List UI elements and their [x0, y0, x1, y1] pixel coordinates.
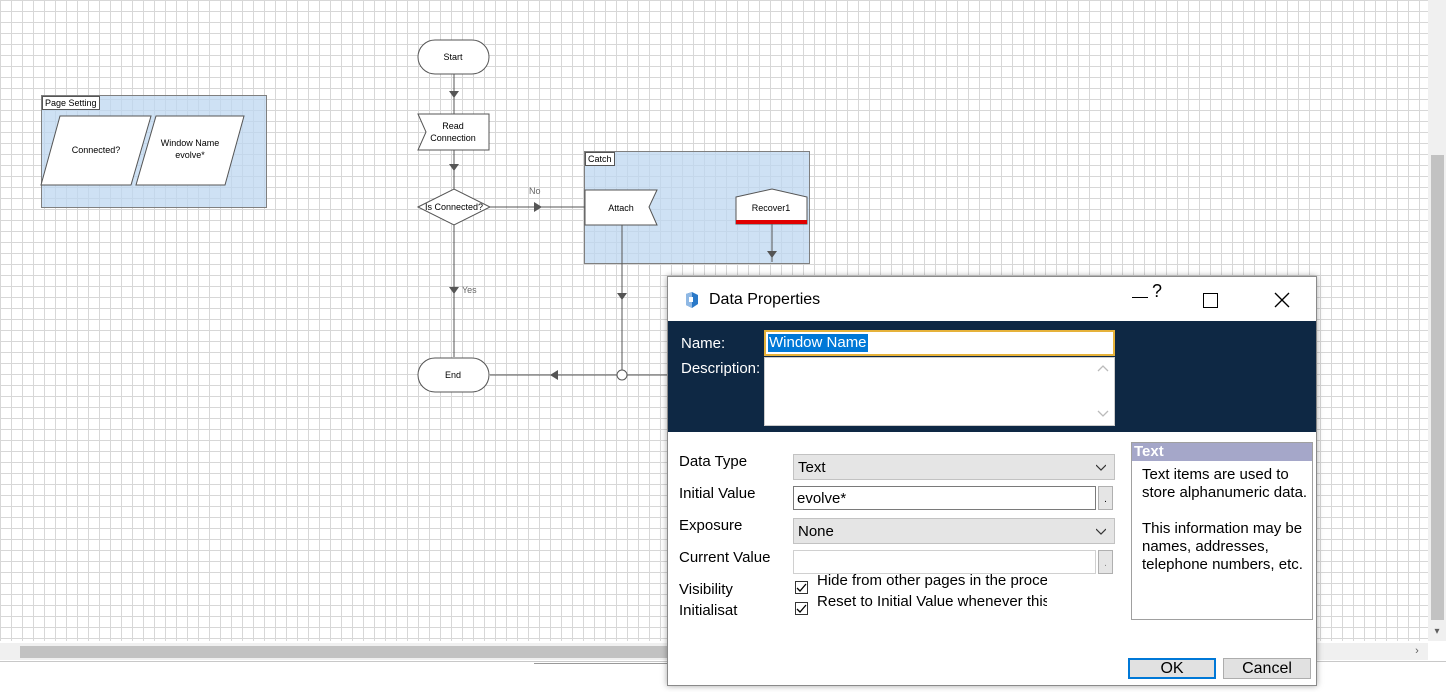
current-value-label: Current Value	[679, 549, 770, 566]
exposure-select[interactable]: None	[793, 518, 1115, 544]
ok-button[interactable]: OK	[1128, 658, 1216, 679]
recover-label: Recover1	[752, 203, 791, 213]
yes-label: Yes	[462, 285, 477, 295]
minimize-icon[interactable]	[1132, 281, 1148, 298]
dialog-title: Data Properties	[709, 291, 820, 309]
initial-value-ellipsis-button[interactable]: .	[1098, 486, 1113, 510]
current-value-ellipsis-button: .	[1098, 550, 1113, 574]
attach-stage[interactable]: Attach	[585, 190, 657, 225]
status-divider	[534, 663, 674, 664]
name-input-selected-text: Window Name	[768, 334, 868, 352]
help-paragraph-2: This information may be names, addresses…	[1142, 520, 1310, 574]
scroll-right-icon[interactable]: ›	[1408, 643, 1426, 660]
start-stage[interactable]: Start	[418, 40, 489, 74]
horizontal-scroll-thumb[interactable]	[20, 646, 680, 658]
help-panel-title: Text	[1132, 443, 1312, 461]
name-input[interactable]: Window Name	[764, 330, 1115, 356]
visibility-label: Visibility	[679, 581, 733, 598]
vertical-scroll-thumb[interactable]	[1431, 155, 1444, 620]
help-paragraph-1: Text items are used to store alphanumeri…	[1142, 466, 1310, 502]
help-icon[interactable]: ?	[1152, 281, 1162, 302]
exposure-label: Exposure	[679, 517, 742, 534]
close-icon[interactable]	[1270, 289, 1292, 311]
initialise-label: Initialisat	[679, 602, 737, 619]
read-stage[interactable]: Read Connection	[418, 114, 489, 150]
window-name-data-stage[interactable]: Window Name evolve*	[136, 116, 244, 185]
data-type-label: Data Type	[679, 453, 747, 470]
chevron-down-icon	[1096, 462, 1106, 472]
attach-label: Attach	[608, 203, 634, 213]
visibility-checkbox[interactable]	[795, 581, 808, 594]
recover-stage[interactable]: Recover1	[736, 189, 807, 224]
end-stage[interactable]: End	[418, 358, 489, 392]
current-value-input	[793, 550, 1096, 574]
scroll-down-icon[interactable]	[1097, 410, 1109, 418]
description-label: Description:	[681, 360, 760, 377]
decision-stage[interactable]: Is Connected?	[418, 189, 490, 225]
vertical-scrollbar[interactable]: ▾	[1428, 0, 1446, 641]
maximize-icon[interactable]	[1203, 293, 1218, 308]
connected-label: Connected?	[72, 145, 121, 155]
dialog-titlebar[interactable]: Data Properties ?	[668, 277, 1316, 321]
name-description-panel: Name: Window Name Description:	[668, 321, 1316, 432]
initialise-checkbox[interactable]	[795, 602, 808, 615]
initial-value-text: evolve*	[797, 490, 846, 507]
data-properties-dialog[interactable]: Data Properties ? Name: Window Name Desc…	[667, 276, 1317, 686]
end-label: End	[445, 370, 461, 380]
start-label: Start	[443, 52, 463, 62]
name-label: Name:	[681, 335, 725, 352]
help-panel: Text Text items are used to store alphan…	[1131, 442, 1313, 620]
scroll-up-icon[interactable]	[1097, 364, 1109, 372]
help-panel-body: Text items are used to store alphanumeri…	[1142, 466, 1310, 574]
cancel-button[interactable]: Cancel	[1223, 658, 1311, 679]
initial-value-input[interactable]: evolve*	[793, 486, 1096, 510]
checkmark-icon	[796, 603, 807, 614]
exposure-value: None	[798, 523, 834, 540]
app-icon	[682, 291, 700, 309]
data-type-select[interactable]: Text	[793, 454, 1115, 480]
read-label-line1: Read	[442, 121, 464, 131]
chevron-down-icon	[1096, 526, 1106, 536]
window-name-label: Window Name	[161, 138, 220, 148]
read-label-line2: Connection	[430, 133, 476, 143]
initialise-option-text: Reset to Initial Value whenever this pag…	[817, 594, 1047, 618]
description-input[interactable]	[764, 357, 1115, 426]
visibility-option-text: Hide from other pages in the process	[817, 573, 1047, 593]
initial-value-label: Initial Value	[679, 485, 755, 502]
window-name-value: evolve*	[175, 150, 205, 160]
connected-data-stage[interactable]: Connected?	[41, 116, 151, 185]
decision-label: Is Connected?	[425, 202, 483, 212]
no-label: No	[529, 186, 541, 196]
data-type-value: Text	[798, 459, 826, 476]
scroll-down-icon[interactable]: ▾	[1428, 624, 1446, 640]
checkmark-icon	[796, 582, 807, 593]
